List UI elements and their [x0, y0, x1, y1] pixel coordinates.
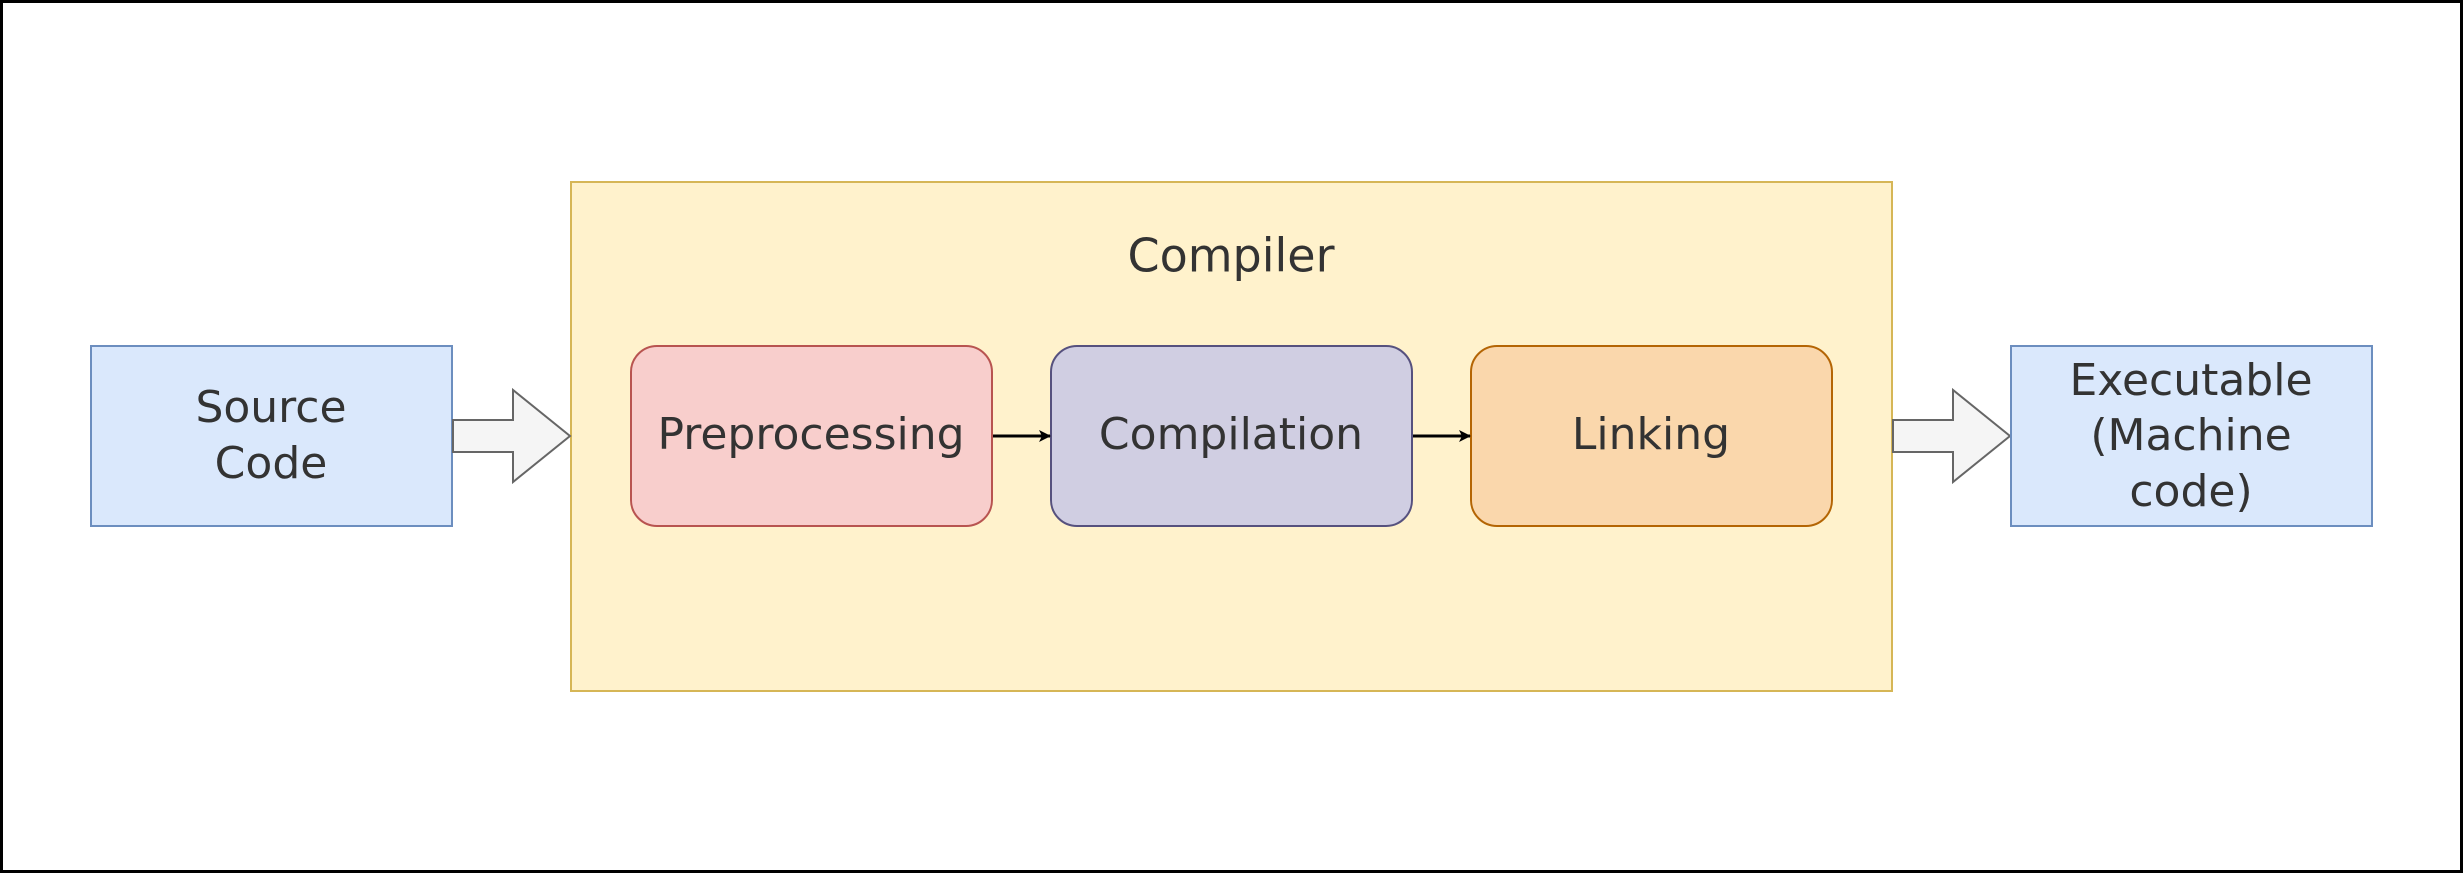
source-code-label-line-2: Code — [215, 438, 328, 489]
executable-node: Executable (Machine code) — [2010, 345, 2373, 527]
executable-label-line-1: Executable — [2069, 355, 2312, 406]
source-code-label-line-1: Source — [195, 382, 346, 433]
stage-linking-label: Linking — [1572, 409, 1730, 460]
executable-label-line-2: (Machine — [2090, 410, 2291, 461]
compiler-title: Compiler — [1127, 229, 1334, 283]
source-code-box — [90, 345, 453, 527]
stage-linking-box — [1470, 345, 1833, 527]
stage-compilation-node: Compilation — [1050, 345, 1413, 527]
stage-preprocessing-label: Preprocessing — [657, 409, 964, 460]
input-block-arrow — [452, 387, 572, 485]
executable-label-line-3: code) — [2129, 466, 2252, 517]
stage-linking-node: Linking — [1470, 345, 1833, 527]
stage-compilation-box — [1050, 345, 1413, 527]
stage-compilation-label: Compilation — [1099, 409, 1363, 460]
output-block-arrow — [1892, 387, 2012, 485]
stage-preprocessing-node: Preprocessing — [630, 345, 993, 527]
source-code-node: Source Code — [90, 345, 453, 527]
stage-preprocessing-box — [630, 345, 993, 527]
executable-box — [2010, 345, 2373, 527]
